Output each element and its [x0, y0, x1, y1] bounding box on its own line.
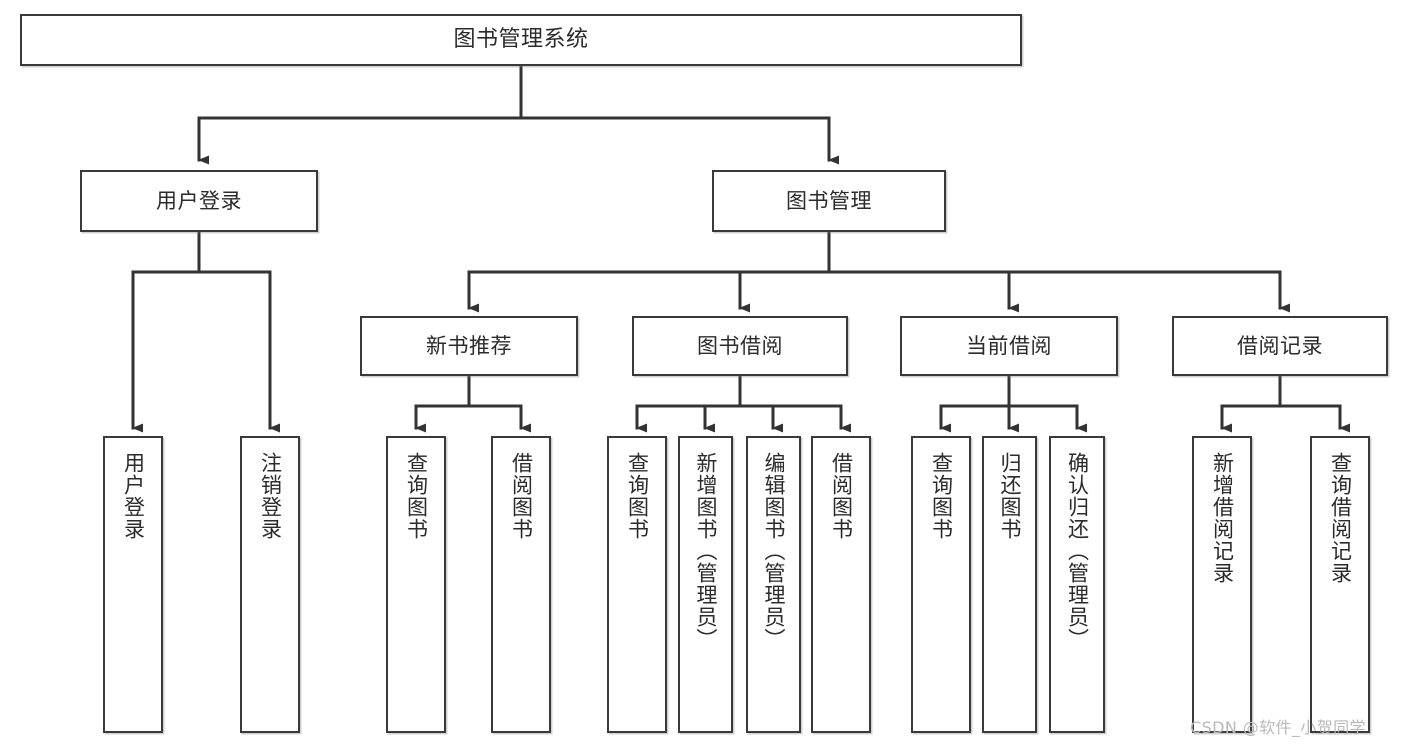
node-book-management[interactable]: 图书管理 [712, 170, 946, 232]
node-leaf-query-book-recommend[interactable]: 查询图书 [386, 436, 446, 733]
node-label-leaf-query-book-current: 查询图书 [929, 452, 954, 540]
node-label-leaf-add-borrow-record: 新增借阅记录 [1210, 452, 1235, 584]
node-borrow-record[interactable]: 借阅记录 [1172, 316, 1388, 376]
node-label-leaf-query-borrow-record: 查询借阅记录 [1328, 452, 1353, 584]
node-label-user-login: 用户登录 [156, 188, 242, 213]
node-label-root: 图书管理系统 [453, 27, 589, 53]
node-label-borrow-record: 借阅记录 [1237, 333, 1323, 358]
node-label-leaf-return-book: 归还图书 [997, 452, 1022, 540]
node-leaf-return-book[interactable]: 归还图书 [982, 436, 1037, 733]
node-label-book-borrow: 图书借阅 [697, 333, 783, 358]
node-label-leaf-logout-login: 注销登录 [258, 452, 283, 540]
node-current-borrow[interactable]: 当前借阅 [900, 316, 1118, 376]
node-leaf-add-book-admin[interactable]: 新增图书（管理员） [678, 436, 733, 733]
node-new-book-recommendation[interactable]: 新书推荐 [360, 316, 578, 376]
node-book-borrow[interactable]: 图书借阅 [632, 316, 848, 376]
node-leaf-confirm-return-admin[interactable]: 确认归还（管理员） [1049, 436, 1105, 733]
node-label-new-book-recommendation: 新书推荐 [426, 333, 512, 358]
node-leaf-user-login[interactable]: 用户登录 [103, 436, 163, 733]
node-label-leaf-query-book-borrow: 查询图书 [625, 452, 650, 540]
node-root-book-management-system[interactable]: 图书管理系统 [20, 14, 1022, 66]
node-leaf-add-borrow-record[interactable]: 新增借阅记录 [1192, 436, 1252, 733]
node-label-leaf-edit-book-admin: 编辑图书（管理员） [761, 452, 786, 650]
csdn-watermark: CSDN @软件_小贺同学 [1190, 718, 1366, 737]
node-leaf-borrow-book-recommend[interactable]: 借阅图书 [491, 436, 551, 733]
node-leaf-logout-login[interactable]: 注销登录 [240, 436, 300, 733]
node-leaf-query-book-current[interactable]: 查询图书 [911, 436, 971, 733]
node-leaf-query-borrow-record[interactable]: 查询借阅记录 [1310, 436, 1370, 733]
node-leaf-borrow-book-borrow[interactable]: 借阅图书 [811, 436, 871, 733]
node-user-login[interactable]: 用户登录 [80, 170, 318, 232]
node-leaf-edit-book-admin[interactable]: 编辑图书（管理员） [746, 436, 801, 733]
node-label-leaf-borrow-book-recommend: 借阅图书 [509, 452, 534, 540]
node-leaf-query-book-borrow[interactable]: 查询图书 [607, 436, 667, 733]
node-label-current-borrow: 当前借阅 [966, 333, 1052, 358]
node-label-leaf-query-book-recommend: 查询图书 [404, 452, 429, 540]
node-label-leaf-borrow-book-borrow: 借阅图书 [829, 452, 854, 540]
node-label-leaf-add-book-admin: 新增图书（管理员） [693, 452, 718, 650]
node-label-leaf-user-login: 用户登录 [121, 452, 146, 540]
node-label-leaf-confirm-return-admin: 确认归还（管理员） [1065, 452, 1090, 650]
node-label-book-management: 图书管理 [786, 188, 872, 213]
